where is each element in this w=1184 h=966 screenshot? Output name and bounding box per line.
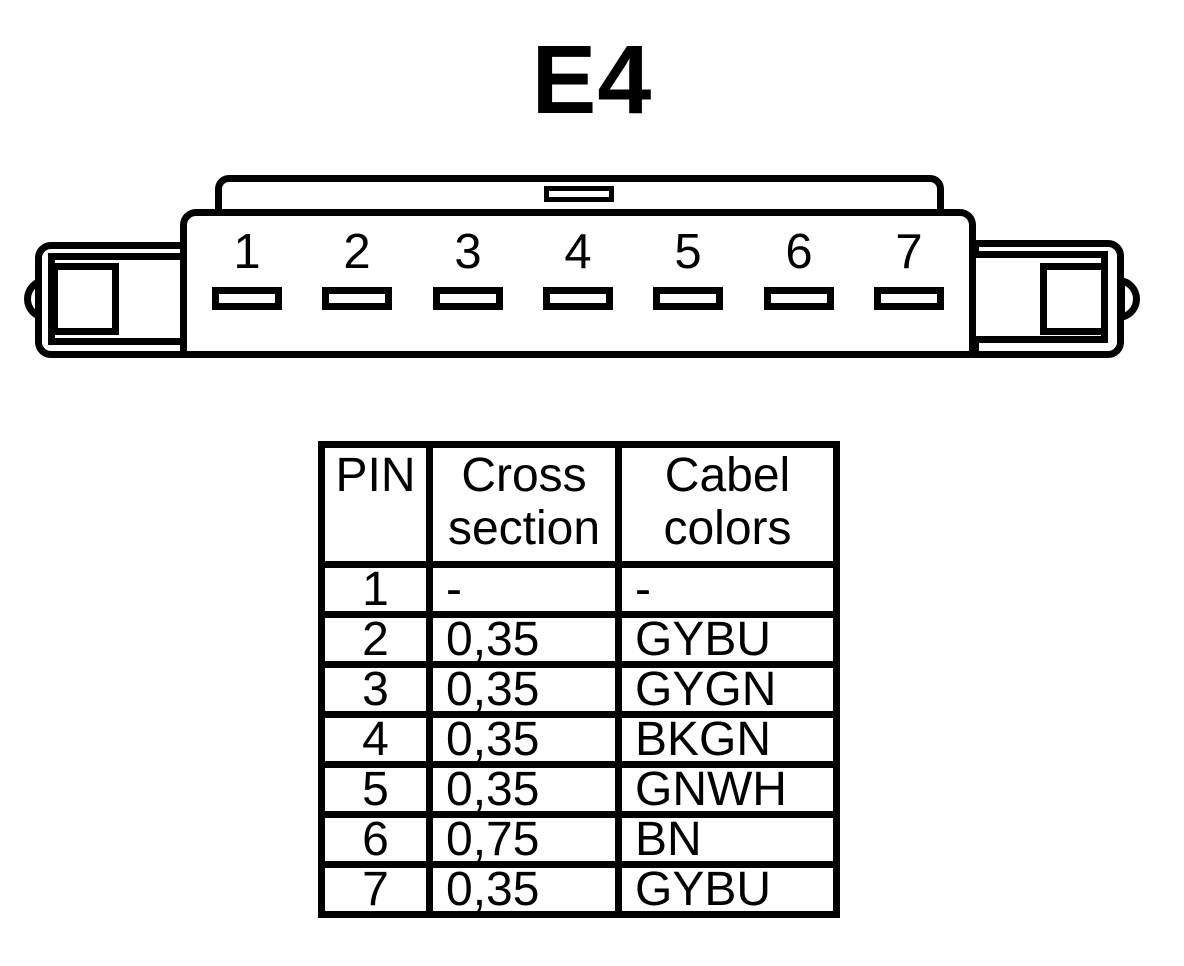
table-cell-color-row2: GYBU <box>622 616 833 664</box>
table-cell-color-row6: BN <box>622 816 833 864</box>
pin-slot-7 <box>874 287 944 310</box>
table-header-cross-section: Cross section <box>433 448 615 561</box>
connector-title: E4 <box>531 25 653 134</box>
table-cell-color-row1: - <box>622 566 833 614</box>
pin-slot-5 <box>653 287 723 310</box>
connector-body <box>180 209 976 358</box>
table-cell-pin-row4: 4 <box>325 716 426 764</box>
right-mount-latch <box>1040 263 1108 335</box>
pin-number-6: 6 <box>785 225 813 279</box>
table-cell-color-row4: BKGN <box>622 716 833 764</box>
table-cell-pin-row5: 5 <box>325 766 426 814</box>
pin-slot-6 <box>764 287 834 310</box>
table-cell-pin-row1: 1 <box>325 566 426 614</box>
table-cell-cross-row7: 0,35 <box>433 866 615 914</box>
pin-slot-4 <box>543 287 613 310</box>
pin-slot-1 <box>212 287 282 310</box>
table-cell-color-row5: GNWH <box>622 766 833 814</box>
pin-number-5: 5 <box>674 225 702 279</box>
pin-number-4: 4 <box>564 225 592 279</box>
table-cell-cross-row6: 0,75 <box>433 816 615 864</box>
table-cell-color-row7: GYBU <box>622 866 833 914</box>
pin-number-7: 7 <box>895 225 923 279</box>
pin-slot-2 <box>322 287 392 310</box>
pin-number-3: 3 <box>454 225 482 279</box>
table-header-cable-colors: Cabel colors <box>622 448 833 561</box>
table-cell-pin-row7: 7 <box>325 866 426 914</box>
left-mount-latch <box>51 263 119 335</box>
table-cell-pin-row2: 2 <box>325 616 426 664</box>
table-cell-cross-row1: - <box>433 566 615 614</box>
table-cell-pin-row6: 6 <box>325 816 426 864</box>
pin-slot-3 <box>433 287 503 310</box>
table-cell-color-row3: GYGN <box>622 666 833 714</box>
table-header-pin: PIN <box>325 448 426 561</box>
table-cell-pin-row3: 3 <box>325 666 426 714</box>
pin-number-1: 1 <box>233 225 261 279</box>
pin-number-2: 2 <box>343 225 371 279</box>
table-cell-cross-row5: 0,35 <box>433 766 615 814</box>
connector-tab-slot <box>544 186 614 202</box>
table-cell-cross-row4: 0,35 <box>433 716 615 764</box>
table-cell-cross-row3: 0,35 <box>433 666 615 714</box>
table-cell-cross-row2: 0,35 <box>433 616 615 664</box>
